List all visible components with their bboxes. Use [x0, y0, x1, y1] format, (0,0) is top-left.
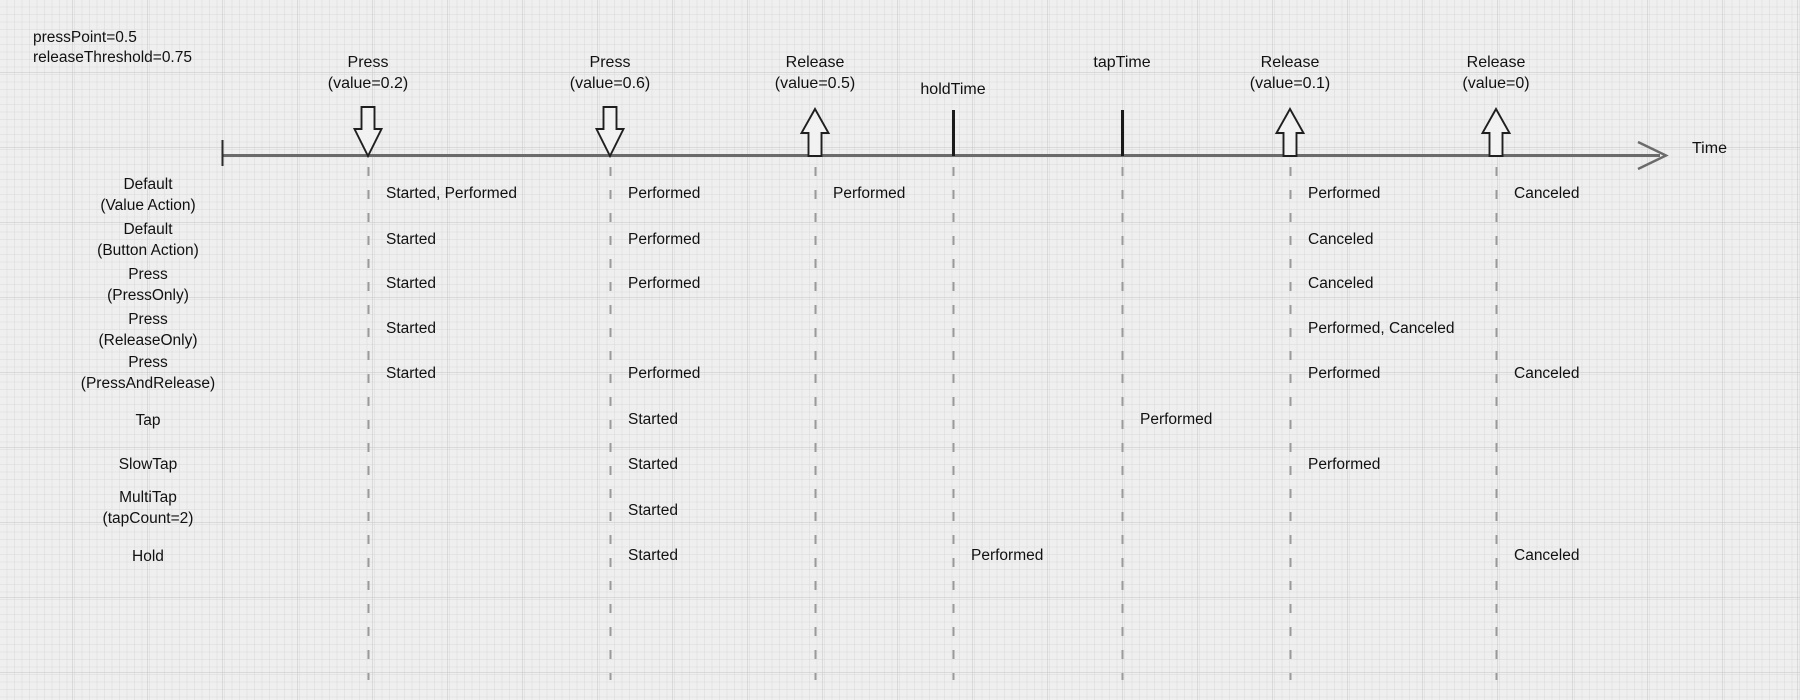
cell-6-1: Performed [1308, 456, 1381, 473]
cell-2-1: Performed [628, 275, 701, 292]
row-label-7: MultiTap (tapCount=2) [102, 489, 194, 527]
row-label-6: SlowTap [118, 456, 178, 473]
cell-1-0: Started [386, 231, 436, 248]
cell-4-2: Performed [1308, 365, 1381, 382]
time-axis-arrowhead [1637, 140, 1669, 171]
cell-0-0: Started, Performed [386, 185, 517, 202]
cell-4-0: Started [386, 365, 436, 382]
press-arrow-press-2 [594, 106, 626, 159]
row-label-4: Press (PressAndRelease) [80, 354, 216, 392]
cell-0-3: Performed [1308, 185, 1381, 202]
row-label-2: Press (PressOnly) [107, 266, 189, 304]
row-label-5: Tap [135, 412, 161, 429]
event-label-release-3: Release (value=0) [1462, 54, 1530, 92]
cell-2-2: Canceled [1308, 275, 1374, 292]
release-arrow-release-1 [799, 107, 831, 157]
cell-1-2: Canceled [1308, 231, 1374, 248]
cell-0-4: Canceled [1514, 185, 1580, 202]
event-label-press-1: Press (value=0.2) [327, 54, 409, 92]
event-label-tap-time: tapTime [1093, 54, 1151, 71]
row-label-0: Default (Value Action) [100, 176, 196, 214]
row-label-1: Default (Button Action) [97, 221, 199, 259]
cell-5-0: Started [628, 411, 678, 428]
event-label-hold-time: holdTime [920, 81, 986, 98]
parameters-note: pressPoint=0.5 releaseThreshold=0.75 [33, 29, 192, 66]
cell-0-2: Performed [833, 185, 906, 202]
cell-3-1: Performed, Canceled [1308, 320, 1455, 337]
row-label-8: Hold [132, 548, 164, 565]
event-label-release-1: Release (value=0.5) [774, 54, 856, 92]
event-label-press-2: Press (value=0.6) [569, 54, 651, 92]
cell-4-1: Performed [628, 365, 701, 382]
cell-1-1: Performed [628, 231, 701, 248]
cell-4-3: Canceled [1514, 365, 1580, 382]
release-arrow-release-3 [1480, 107, 1512, 157]
cell-3-0: Started [386, 320, 436, 337]
cell-2-0: Started [386, 275, 436, 292]
cell-8-2: Canceled [1514, 547, 1580, 564]
cell-5-1: Performed [1140, 411, 1213, 428]
cell-0-1: Performed [628, 185, 701, 202]
time-axis-label: Time [1692, 140, 1727, 157]
cell-8-0: Started [628, 547, 678, 564]
event-label-release-2: Release (value=0.1) [1249, 54, 1331, 92]
row-label-3: Press (ReleaseOnly) [98, 311, 198, 349]
press-arrow-press-1 [352, 106, 384, 159]
cell-8-1: Performed [971, 547, 1044, 564]
cell-6-0: Started [628, 456, 678, 473]
cell-7-0: Started [628, 502, 678, 519]
release-arrow-release-2 [1274, 107, 1306, 157]
